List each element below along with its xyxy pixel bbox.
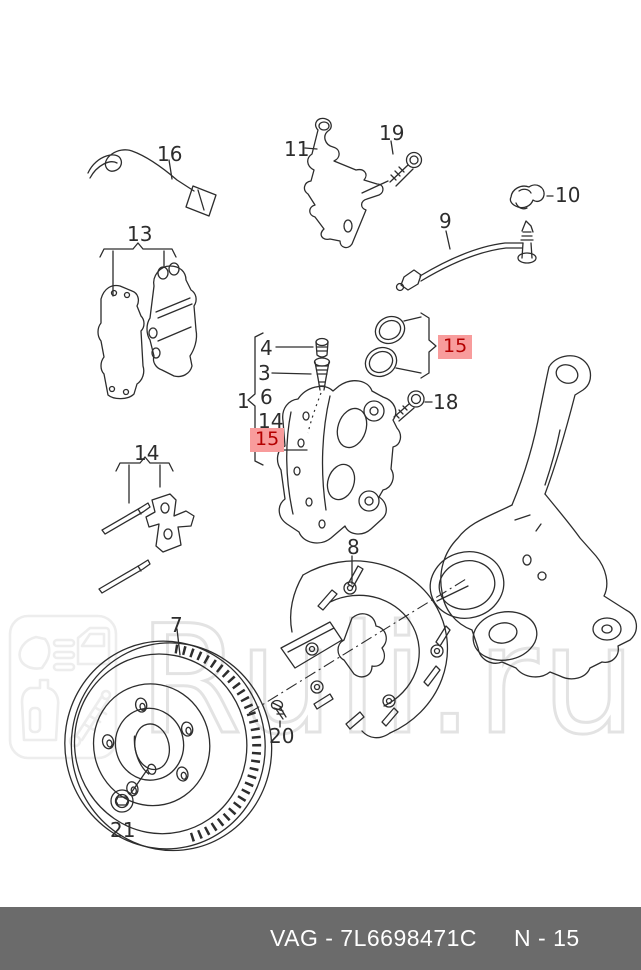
guide-bolt-drawing — [393, 390, 433, 422]
hose-bracket-drawing — [303, 117, 384, 249]
disc-leader-line — [176, 628, 181, 656]
callout-15-repair-kit-right[interactable]: 15 — [438, 335, 473, 359]
page-code: N - 15 — [514, 925, 580, 951]
wear-sensor-drawing — [87, 149, 217, 217]
brake-pipe-drawing — [395, 220, 537, 292]
pipe-clip-drawing — [509, 184, 554, 210]
shield-screw-drawing — [270, 699, 287, 728]
callout-4-dust-cap: 4 — [260, 336, 273, 360]
shock-absorber-icon — [68, 689, 112, 748]
watermark-icons-panel — [8, 614, 118, 760]
callout-21-disc-screw: 21 — [110, 818, 136, 842]
watermark-text: Ruli.ru — [136, 594, 640, 768]
watermark-panel-frame — [8, 614, 118, 760]
callout-8-splash-shield: 8 — [347, 535, 360, 559]
callout-9-brake-pipe: 9 — [439, 209, 452, 233]
steering-knuckle-drawing — [429, 355, 637, 680]
callout-20-shield-screw: 20 — [269, 724, 295, 748]
callout-11-hose-bracket: 11 — [284, 137, 310, 161]
callout-15-repair-kit-left[interactable]: 15 — [250, 428, 285, 452]
callout-7-brake-disc: 7 — [170, 613, 183, 637]
callout-14-retaining-springs: 14 — [134, 441, 160, 465]
callout-6: 6 — [260, 385, 273, 409]
car-door-icon — [76, 626, 111, 666]
oil-canister-icon — [20, 678, 60, 742]
callout-3-bleeder-valve: 3 — [258, 361, 271, 385]
disc-screw-drawing — [110, 769, 148, 813]
brake-disc-drawing — [64, 640, 273, 852]
callout-16-wear-sensor: 16 — [157, 142, 183, 166]
retaining-springs-drawing — [98, 456, 195, 594]
bracket-screw-drawing — [361, 140, 423, 194]
callout-1-caliper-assembly: 1 — [237, 389, 250, 413]
headlight-icon — [18, 635, 76, 672]
splash-shield-drawing — [248, 555, 467, 739]
callout-18-guide-bolt: 18 — [433, 390, 459, 414]
callout-13-brake-pads: 13 — [127, 222, 153, 246]
catalog-code: VAG - 7L6698471C — [270, 925, 478, 951]
seal-rings-drawing — [364, 312, 437, 379]
footer-bar: VAG - 7L6698471C N - 15 — [0, 907, 641, 970]
brake-pads-drawing — [97, 242, 198, 400]
callout-10-pipe-clip: 10 — [555, 183, 581, 207]
callout-19-bracket-screw: 19 — [379, 121, 405, 145]
callout-14-caliper-springs: 14 — [258, 409, 284, 433]
